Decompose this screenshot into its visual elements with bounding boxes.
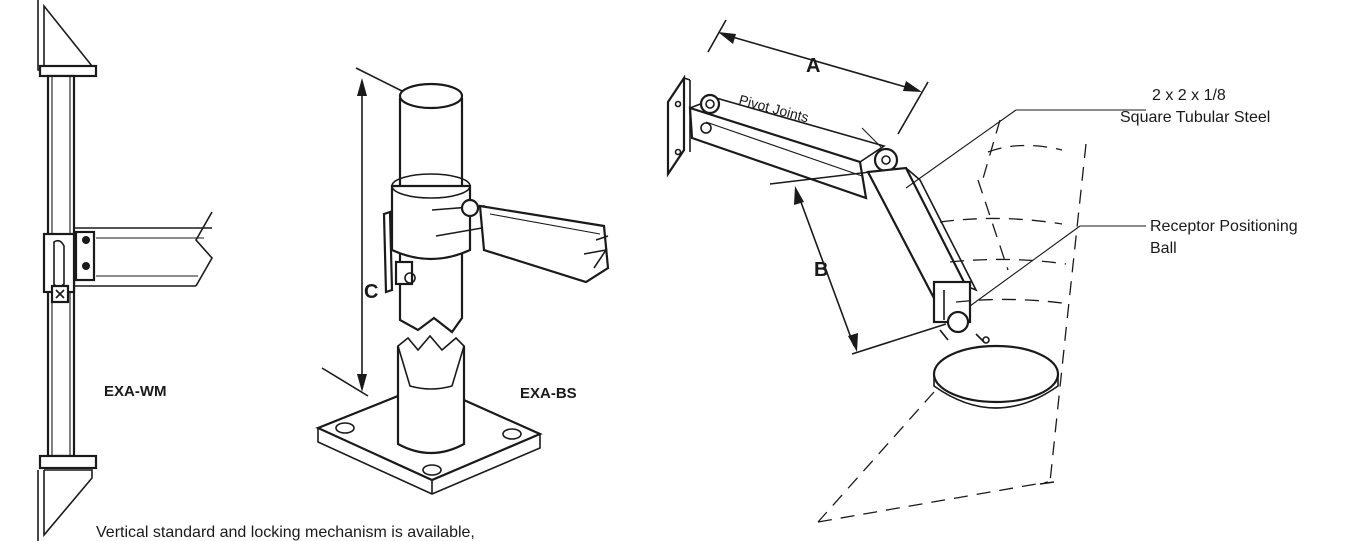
steel-spec-line2: Square Tubular Steel: [1120, 109, 1270, 126]
receptor-label-line2: Ball: [1150, 240, 1177, 257]
steel-spec-line1: 2 x 2 x 1/8: [1152, 87, 1226, 104]
pivot-joints-label: Pivot Joints: [737, 91, 810, 125]
footer-note: Vertical standard and locking mechanism …: [96, 524, 475, 541]
dimension-a-label: A: [806, 55, 820, 77]
dimension-b-label: B: [814, 259, 828, 281]
arm-assembly-drawing: [666, 19, 1146, 523]
wall-mount-label: EXA-WM: [104, 383, 167, 400]
dimension-c-label: C: [364, 281, 378, 303]
base-stand-label: EXA-BS: [520, 385, 577, 402]
receptor-label-line1: Receptor Positioning: [1150, 218, 1298, 235]
base-stand-drawing: [315, 67, 610, 495]
wall-mount-drawing: [37, 0, 213, 541]
